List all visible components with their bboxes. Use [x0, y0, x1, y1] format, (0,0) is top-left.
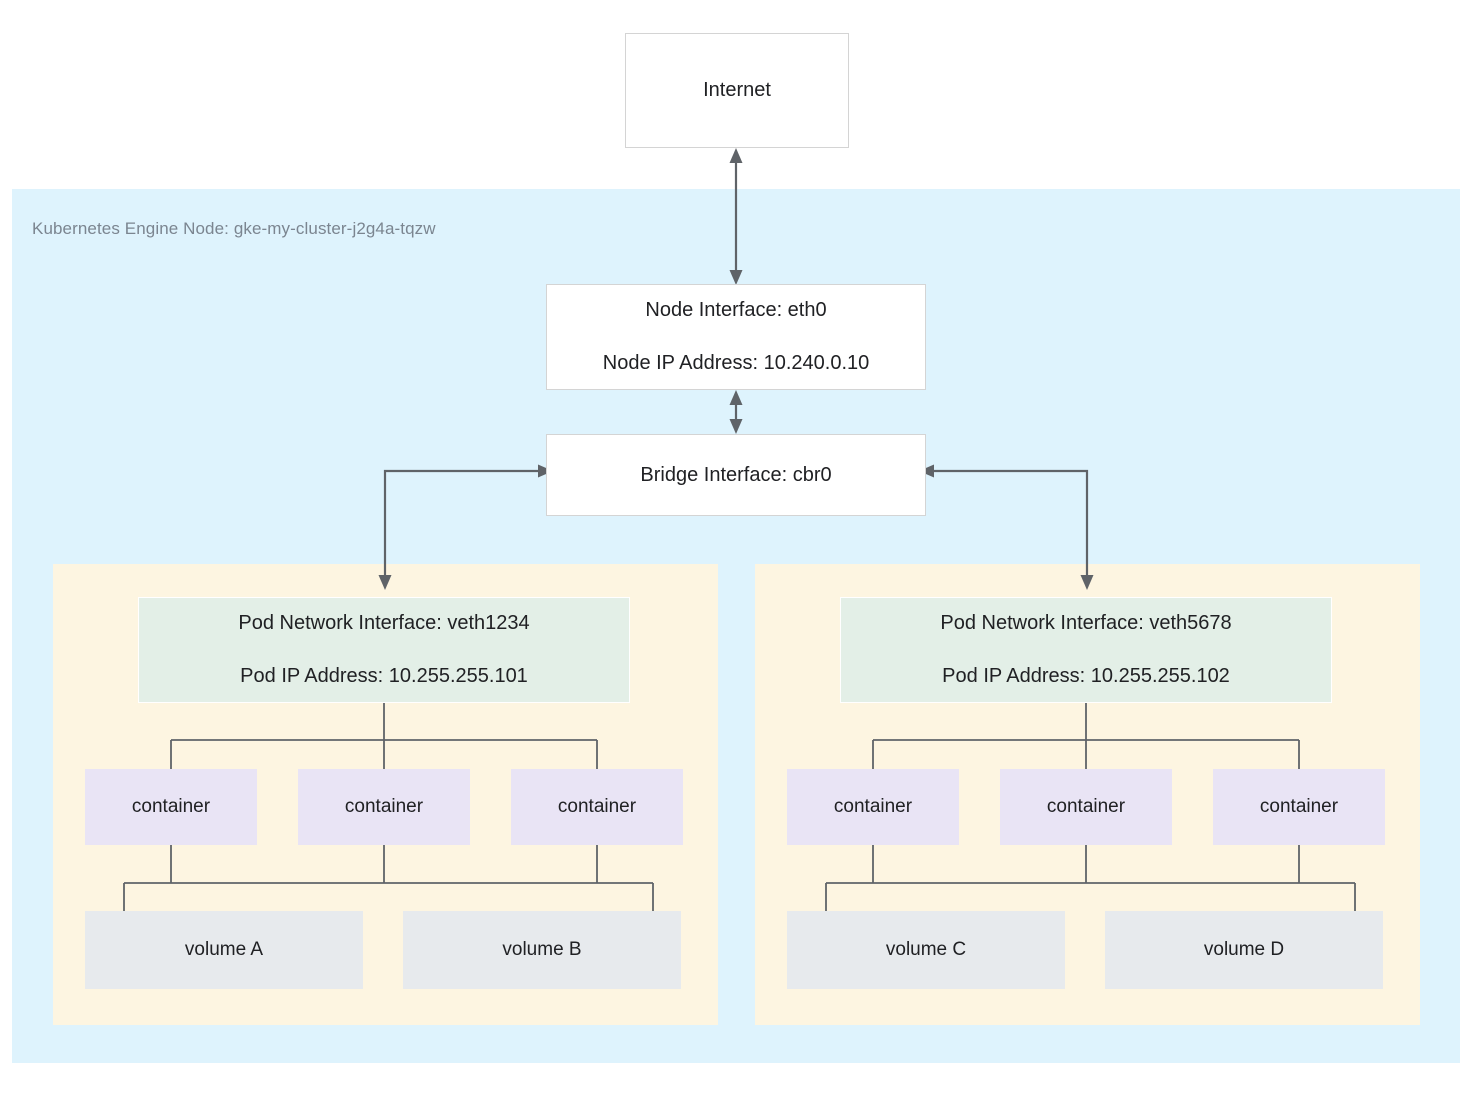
pod-left-container-1: container: [85, 769, 257, 845]
pod-right-interface-name: Pod Network Interface: veth5678: [940, 612, 1232, 635]
pod-left-ip-address: Pod IP Address: 10.255.255.101: [240, 665, 528, 688]
pod-left-network-interface-box: Pod Network Interface: veth1234 Pod IP A…: [138, 597, 630, 703]
pod-right-volume-c: volume C: [787, 911, 1065, 989]
pod-right-network-interface-box: Pod Network Interface: veth5678 Pod IP A…: [840, 597, 1332, 703]
node-interface-name: Node Interface: eth0: [645, 299, 827, 322]
pod-left-container-2: container: [298, 769, 470, 845]
pod-right-container-3: container: [1213, 769, 1385, 845]
pod-left-interface-name: Pod Network Interface: veth1234: [238, 612, 530, 635]
internet-box: Internet: [625, 33, 849, 148]
pod-right-volume-d: volume D: [1105, 911, 1383, 989]
pod-left-container-3: container: [511, 769, 683, 845]
pod-left-volume-a: volume A: [85, 911, 363, 989]
bridge-interface-box: Bridge Interface: cbr0: [546, 434, 926, 516]
pod-right-container-1: container: [787, 769, 959, 845]
kubernetes-node-label: Kubernetes Engine Node: gke-my-cluster-j…: [32, 219, 436, 238]
node-ip-address: Node IP Address: 10.240.0.10: [602, 352, 870, 375]
pod-right-container-2: container: [1000, 769, 1172, 845]
pod-right-ip-address: Pod IP Address: 10.255.255.102: [942, 665, 1230, 688]
node-interface-box: Node Interface: eth0 Node IP Address: 10…: [546, 284, 926, 390]
pod-left-volume-b: volume B: [403, 911, 681, 989]
